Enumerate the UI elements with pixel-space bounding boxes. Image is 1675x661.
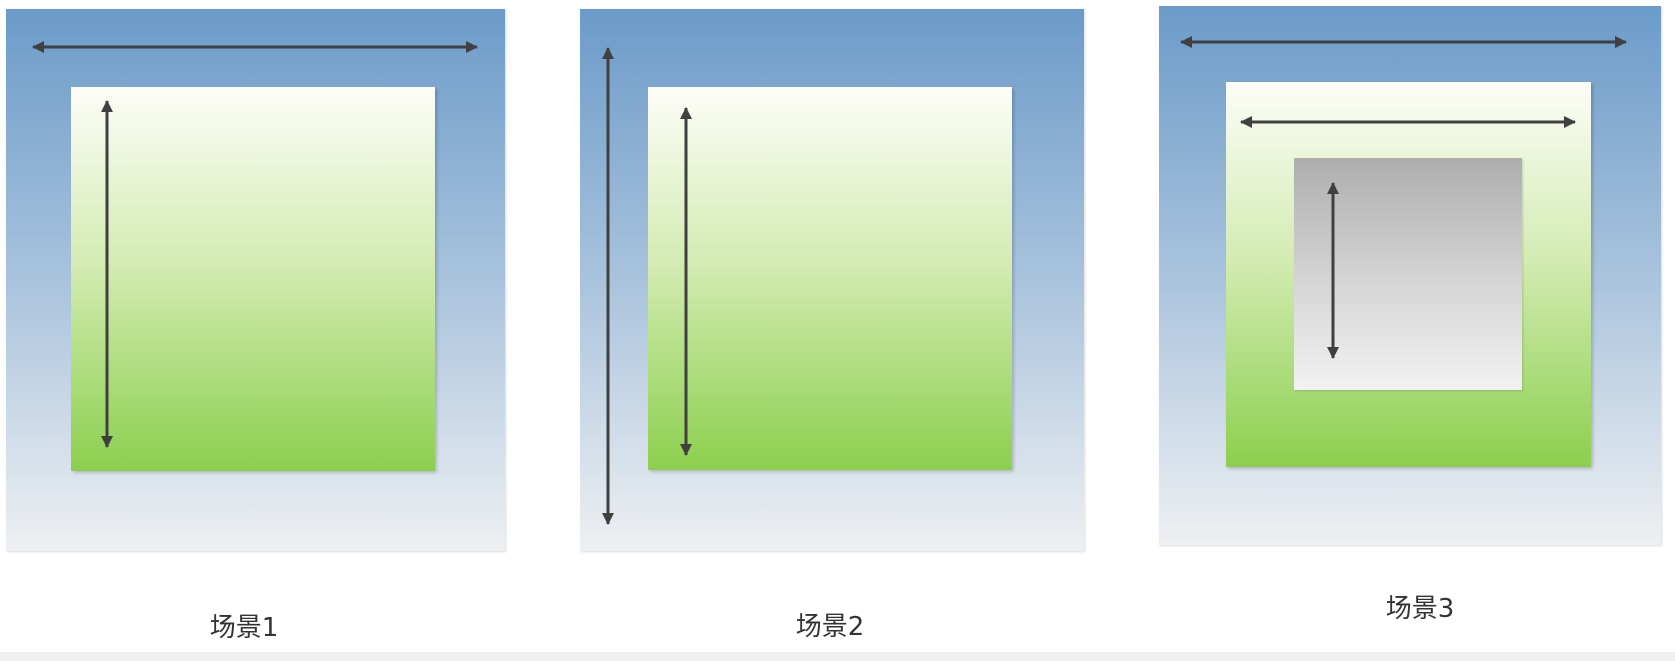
footer-bar	[0, 652, 1675, 661]
scene-2-caption: 场景2	[795, 612, 865, 642]
scene-2-inner-box	[648, 87, 1012, 470]
scene-3-caption: 场景3	[1385, 594, 1455, 624]
scene-1-caption: 场景1	[209, 613, 279, 643]
scene-1-inner-box	[71, 87, 435, 471]
scene-3-innermost-box	[1294, 158, 1522, 390]
